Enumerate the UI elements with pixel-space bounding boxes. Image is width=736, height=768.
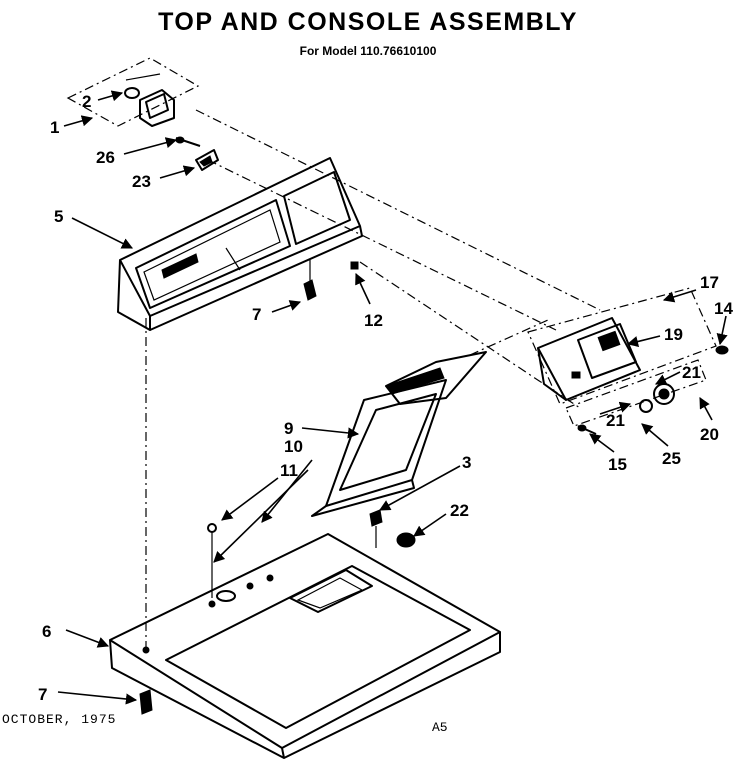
part-11-screw <box>207 523 217 598</box>
callout-15: 15 <box>608 455 627 474</box>
callout-1: 1 <box>50 118 59 137</box>
callout-9: 9 <box>284 419 293 438</box>
part-26-screw <box>175 136 201 147</box>
part-7-screw-upper <box>303 260 317 301</box>
footer-date: OCTOBER, 1975 <box>2 712 117 727</box>
callout-11: 11 <box>280 461 298 480</box>
part-23-clip <box>195 149 219 171</box>
leader-arrows <box>57 90 728 705</box>
callout-21-upper: 21 <box>682 363 701 382</box>
callout-22: 22 <box>450 501 469 520</box>
callout-26: 26 <box>96 148 115 167</box>
callout-17: 17 <box>700 273 719 292</box>
part-20-switch-group <box>565 359 707 427</box>
part-1-bracket-group <box>66 57 200 127</box>
part-5-console-backguard <box>117 157 363 331</box>
part-6-top-panel <box>109 533 501 759</box>
callout-7-lower: 7 <box>38 685 47 704</box>
callout-7-upper: 7 <box>252 305 261 324</box>
callout-19: 19 <box>664 325 683 344</box>
callout-2: 2 <box>82 92 91 111</box>
callout-10: 10 <box>284 437 303 456</box>
callout-3: 3 <box>462 453 471 472</box>
part-3-bumper <box>369 509 383 548</box>
model-number: For Model 110.76610100 <box>299 44 437 58</box>
part-15-screw <box>577 424 597 435</box>
alignment-lines <box>145 109 601 650</box>
footer-page-code: A5 <box>432 720 448 735</box>
part-14-screw <box>715 345 729 355</box>
part-12-fastener <box>350 261 359 270</box>
callout-5: 5 <box>54 207 63 226</box>
callout-labels: 2 1 26 23 5 7 12 17 14 19 21 21 20 25 15… <box>38 92 733 704</box>
callout-21-lower: 21 <box>606 411 625 430</box>
callout-6: 6 <box>42 622 51 641</box>
callout-14: 14 <box>714 299 733 318</box>
callout-12: 12 <box>364 311 383 330</box>
callout-20: 20 <box>700 425 719 444</box>
part-22-knob <box>396 532 416 548</box>
part-17-timer-assembly <box>527 287 717 405</box>
part-7-screw-lower <box>139 689 153 715</box>
part-9-lint-housing <box>311 351 487 517</box>
callout-23: 23 <box>132 172 151 191</box>
diagram-title: TOP AND CONSOLE ASSEMBLY <box>158 8 578 36</box>
callout-25: 25 <box>662 449 681 468</box>
